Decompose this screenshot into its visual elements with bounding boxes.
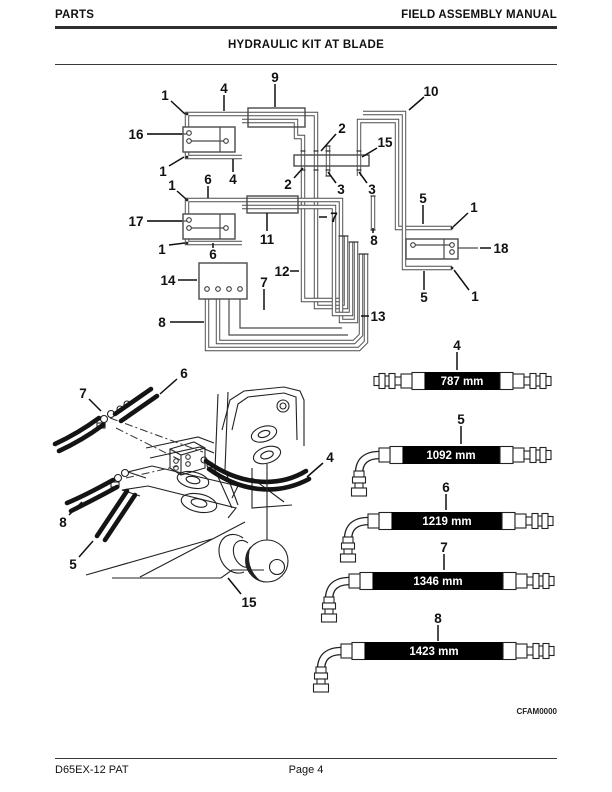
callout: 7 <box>260 275 268 290</box>
footer-model: D65EX-12 PAT <box>55 764 129 776</box>
hose-length-label: 1219 mm <box>422 516 471 528</box>
callout: 16 <box>128 127 144 142</box>
callout: 8 <box>158 315 166 330</box>
header-rule <box>55 26 557 29</box>
hose-5-drawing: 5 1092 mm <box>350 412 552 497</box>
callout: 12 <box>274 264 289 279</box>
callout: 1 <box>470 200 478 215</box>
schematic-callouts: 1 4 9 10 16 2 15 1 4 2 3 3 1 6 17 1 6 7 … <box>128 70 509 330</box>
callout: 5 <box>420 290 428 305</box>
hose-4-drawing: 4 787 mm <box>373 338 552 391</box>
callout: 4 <box>220 81 228 96</box>
valve-block-18 <box>405 238 478 260</box>
hose-6-drawing: 6 1219 mm <box>339 480 554 563</box>
projection-lines <box>109 417 204 479</box>
callout: 4 <box>326 450 334 465</box>
bracket-outlines <box>145 386 305 509</box>
tube-sleeve-11 <box>246 195 299 214</box>
hose-length-label: 1092 mm <box>426 450 475 462</box>
hose-callout: 6 <box>442 480 450 495</box>
callout: 17 <box>128 214 143 229</box>
callout: 5 <box>419 191 427 206</box>
page-title: HYDRAULIC KIT AT BLADE <box>227 39 385 51</box>
callout: 4 <box>229 172 237 187</box>
hose-7-drawing: 7 1346 mm <box>320 540 555 623</box>
callout: 11 <box>260 232 275 247</box>
callout: 6 <box>209 247 217 262</box>
thick-hoses <box>52 386 312 543</box>
callout: 1 <box>158 242 166 257</box>
hose-length-label: 787 mm <box>441 376 484 388</box>
callout: 9 <box>271 70 279 85</box>
figure-code: CFAM0000 <box>516 707 557 716</box>
hose-length-label: 1346 mm <box>413 576 462 588</box>
valve-block-17 <box>147 213 236 240</box>
callout: 1 <box>161 88 169 103</box>
header-manual-title: FIELD ASSEMBLY MANUAL <box>401 9 557 21</box>
blade-edge-lines <box>85 521 264 579</box>
schematic-diagram: 1 4 9 10 16 2 15 1 4 2 3 3 1 6 17 1 6 7 … <box>128 70 509 352</box>
callout: 2 <box>284 177 292 192</box>
ball-joint <box>218 464 289 583</box>
callout: 18 <box>493 241 509 256</box>
illustration-callouts: 6 7 4 8 5 15 <box>59 366 334 610</box>
callout: 6 <box>180 366 188 381</box>
callout: 7 <box>330 210 338 225</box>
callout: 15 <box>241 595 257 610</box>
hose-8-drawing: 8 1423 mm <box>312 611 555 693</box>
callout: 10 <box>423 84 438 99</box>
hose-callout: 8 <box>434 611 442 626</box>
hose-callout: 5 <box>457 412 465 427</box>
callout: 1 <box>168 178 176 193</box>
callout: 8 <box>59 515 67 530</box>
manifold-block-14 <box>198 262 248 300</box>
footer-rule <box>55 758 557 760</box>
valve-block-16 <box>147 126 236 153</box>
callout: 2 <box>338 121 346 136</box>
hose-length-label: 1423 mm <box>409 646 458 658</box>
hose-callout: 4 <box>453 338 461 353</box>
callout: 8 <box>370 233 378 248</box>
tube-sleeve-9 <box>247 107 306 128</box>
hose-callout: 7 <box>440 540 448 555</box>
callout: 15 <box>377 135 393 150</box>
callout: 1 <box>159 164 167 179</box>
callout: 6 <box>204 172 212 187</box>
machine-illustration: 6 7 4 8 5 15 <box>52 366 334 610</box>
callout: 5 <box>69 557 77 572</box>
clamp-bar-15 <box>293 154 370 167</box>
callout: 3 <box>368 182 376 197</box>
tube-ticks <box>185 112 454 270</box>
tube-network <box>184 110 452 352</box>
callout: 7 <box>79 386 87 401</box>
callout: 3 <box>337 182 345 197</box>
callout: 13 <box>370 309 386 324</box>
header-section-label: PARTS <box>55 9 95 21</box>
title-rule <box>55 64 557 66</box>
footer-page-number: Page 4 <box>288 764 324 776</box>
callout: 14 <box>160 273 176 288</box>
callout: 1 <box>471 289 479 304</box>
